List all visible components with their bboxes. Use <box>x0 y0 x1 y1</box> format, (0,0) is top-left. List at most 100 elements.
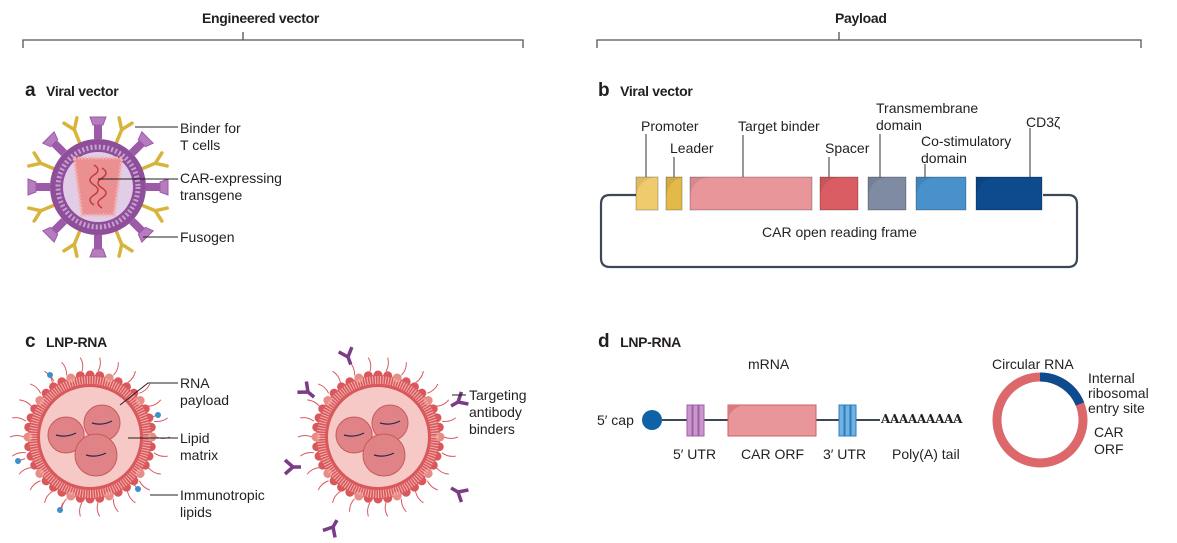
label-cd3z: CD3ζ <box>1026 114 1061 130</box>
label-lipid-line2: matrix <box>180 447 219 463</box>
label-ires: Internal ribosomal entry site <box>1088 371 1149 416</box>
car-orf-box <box>727 404 817 437</box>
panel-title-d: LNP-RNA <box>620 334 681 350</box>
label-immunotropic: Immunotropic lipids <box>180 487 265 521</box>
label-circ-orf-line2: ORF <box>1094 441 1124 457</box>
binder-y <box>62 227 83 258</box>
binder-y <box>113 116 134 147</box>
label-binder: Binder for T cells <box>180 120 241 154</box>
rna-strand <box>55 432 77 437</box>
rna-particle <box>362 433 406 477</box>
antibody-binder <box>297 381 316 399</box>
car-segments <box>635 176 1043 211</box>
fusogen <box>129 130 155 156</box>
label-immuno-line1: Immunotropic <box>180 487 265 503</box>
leader-rna-payload <box>119 382 178 406</box>
label-leader: Leader <box>670 140 714 156</box>
header-engineered-vector: Engineered vector <box>202 10 320 26</box>
circular-rna-ires <box>1039 372 1085 406</box>
bracket-payload <box>596 32 1142 48</box>
lnp-particle-plain <box>9 357 171 517</box>
immunotropic-lipid <box>47 372 53 378</box>
label-mrna: mRNA <box>748 356 790 372</box>
immunotropic-lipid <box>57 507 63 513</box>
panel-title-b: Viral vector <box>620 83 693 99</box>
header-payload: Payload <box>835 10 887 26</box>
label-costim-line2: domain <box>921 150 967 166</box>
rna-strand <box>85 452 107 457</box>
label-circular-rna: Circular RNA <box>992 356 1074 372</box>
antibody-binder <box>450 391 469 408</box>
label-binder-line1: Binder for <box>180 120 241 136</box>
lnp-particle-targeted <box>283 346 469 538</box>
label-utr5: 5′ UTR <box>673 446 717 462</box>
binder-y <box>27 202 58 223</box>
capsid <box>72 156 124 217</box>
panel-title-c: LNP-RNA <box>46 334 107 350</box>
label-car-line2: transgene <box>180 187 243 203</box>
panel-letter-b: b <box>598 80 610 101</box>
label-tm-line2: domain <box>876 117 922 133</box>
label-car-line1: CAR-expressing <box>180 170 282 186</box>
panel-letter-c: c <box>25 331 36 352</box>
car-segment <box>819 176 859 211</box>
label-target-line2: antibody <box>469 404 522 420</box>
label-binder-line2: T cells <box>180 137 221 153</box>
label-ires-line2: ribosomal <box>1088 385 1149 401</box>
label-car-orf-frame: CAR open reading frame <box>762 224 917 240</box>
label-promoter: Promoter <box>641 118 699 134</box>
fusogen <box>41 218 67 244</box>
label-circ-orf-line1: CAR <box>1094 424 1124 440</box>
plasmid-loop <box>599 193 1079 269</box>
five-prime-cap <box>642 410 662 430</box>
immunotropic-lipid <box>15 458 21 464</box>
label-car-orf: CAR ORF <box>741 446 804 462</box>
car-segment <box>689 176 813 211</box>
car-segment <box>915 176 967 211</box>
panel-b-heading: b Viral vector <box>598 80 693 102</box>
rna-strand <box>379 420 401 425</box>
label-ires-line3: entry site <box>1088 400 1145 416</box>
fusogen <box>89 235 107 258</box>
fusogen-spikes <box>27 116 169 258</box>
antibody-binder <box>450 486 469 503</box>
label-targeting-antibody: Targeting antibody binders <box>469 387 527 438</box>
antibody-binder <box>322 519 339 538</box>
label-polya-tail: Poly(A) tail <box>892 446 960 462</box>
antibody-binder <box>337 346 354 366</box>
label-target-line1: Targeting <box>469 387 527 403</box>
fusogen <box>129 218 155 244</box>
panel-a-heading: a Viral vector <box>25 80 119 102</box>
rna-particle <box>47 416 85 454</box>
utr3-bars <box>838 404 857 437</box>
label-lipid-matrix: Lipid matrix <box>180 430 218 464</box>
rna-particle <box>335 416 373 454</box>
rna-strand <box>373 452 395 457</box>
label-circ-orf: CAR ORF <box>1094 424 1124 458</box>
label-transgene: CAR-expressing transgene <box>180 170 282 204</box>
rna-strand <box>343 432 365 437</box>
viral-vector-particle <box>27 116 169 258</box>
binder-y <box>62 116 83 147</box>
label-rna-line2: payload <box>180 392 230 408</box>
transgene-rna <box>97 167 107 209</box>
fusogen <box>27 178 50 196</box>
rna-strand <box>91 420 113 425</box>
panel-d-heading: d LNP-RNA <box>598 331 681 353</box>
binder-y <box>138 151 169 172</box>
label-target-binder: Target binder <box>738 118 820 134</box>
panel-title-a: Viral vector <box>46 83 119 99</box>
fusogen <box>146 178 169 196</box>
label-immuno-line2: lipids <box>180 504 212 520</box>
binder-y <box>138 202 169 223</box>
label-spacer: Spacer <box>825 140 870 156</box>
label-fusogen: Fusogen <box>180 229 235 245</box>
antibody-binder <box>283 458 301 476</box>
bracket-engineered-vector <box>22 32 524 48</box>
label-transmembrane: Transmembrane domain <box>876 100 978 134</box>
label-costimulatory: Co-stimulatory domain <box>921 133 1011 167</box>
car-segment <box>867 176 907 211</box>
binder-y <box>113 227 134 258</box>
car-segment <box>975 176 1043 211</box>
